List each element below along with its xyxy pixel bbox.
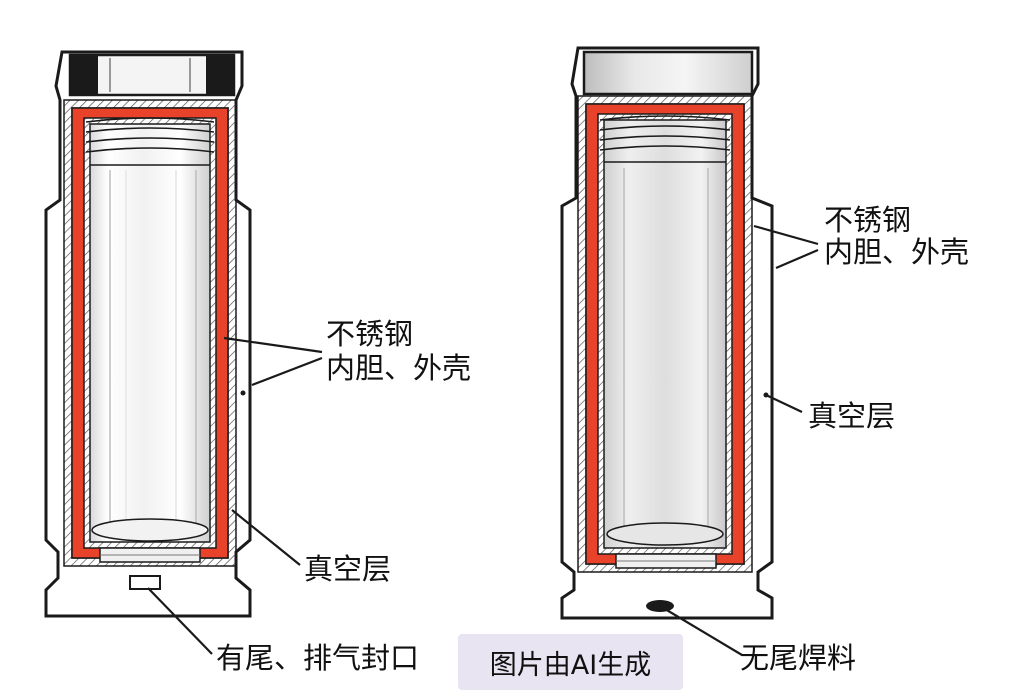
left-label-exhaust-seal: 有尾、排气封口 xyxy=(216,641,420,675)
left-label-liner-shell: 内胆、外壳 xyxy=(326,351,472,385)
right-label-liner-shell: 内胆、外壳 xyxy=(824,235,970,269)
left-thread xyxy=(85,117,215,153)
left-glass-body xyxy=(89,123,211,543)
right-label-steel: 不锈钢 xyxy=(824,203,912,237)
right-thread xyxy=(599,115,731,151)
right-leader-lines xyxy=(659,224,819,656)
right-label-vacuum-layer: 真空层 xyxy=(808,399,896,433)
left-exhaust-seal xyxy=(129,575,161,590)
right-glass-bottom xyxy=(606,522,724,546)
left-label-vacuum-layer: 真空层 xyxy=(304,552,392,586)
ai-generated-watermark: 图片由AI生成 xyxy=(458,634,683,690)
right-label-solder: 无尾焊料 xyxy=(740,641,857,675)
left-label-steel: 不锈钢 xyxy=(326,317,414,351)
right-cap xyxy=(582,50,754,96)
left-glass-bottom xyxy=(91,518,209,542)
left-flask xyxy=(44,50,323,655)
left-leader-lines xyxy=(147,336,323,655)
right-flask xyxy=(560,46,819,656)
